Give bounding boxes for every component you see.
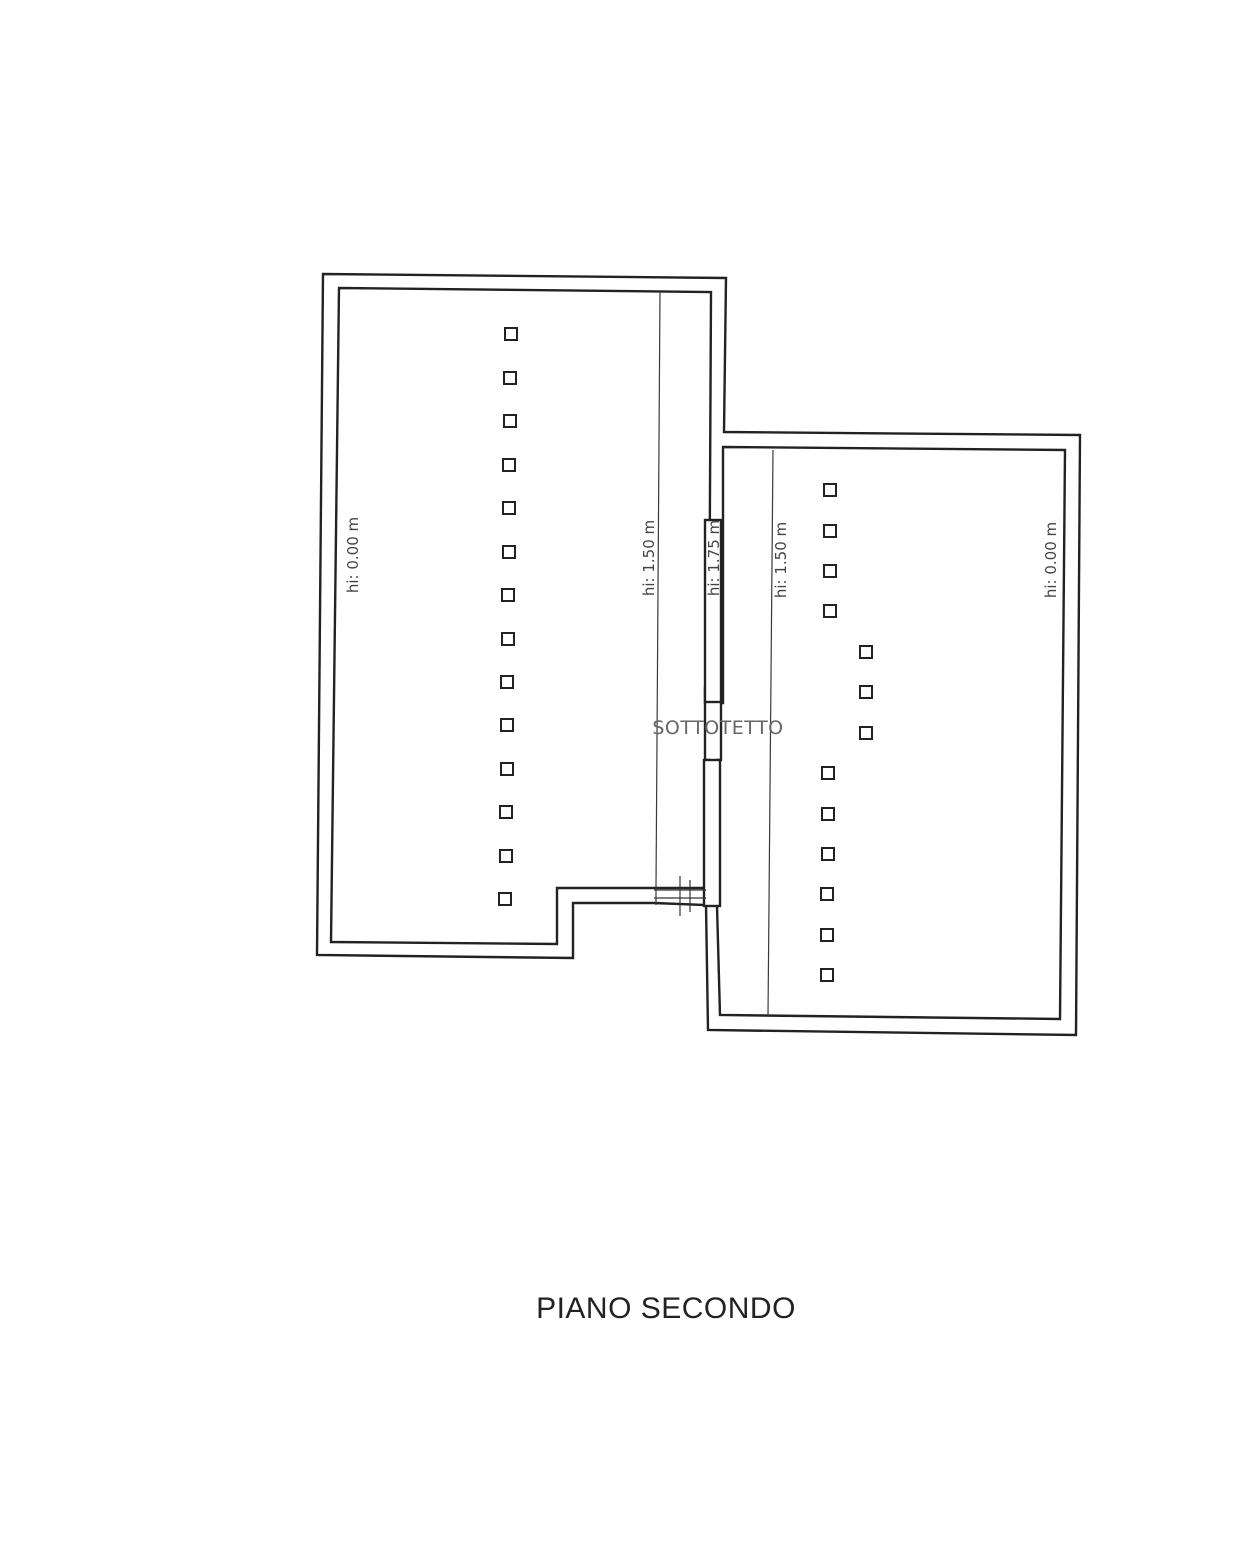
passage-mark <box>654 876 706 916</box>
marker <box>820 928 834 942</box>
marker <box>503 371 517 385</box>
height-label-right-edge: hi: 0.00 m <box>1042 522 1060 598</box>
marker-column-left <box>498 327 518 906</box>
marker <box>823 564 837 578</box>
marker <box>502 501 516 515</box>
floor-title: PIANO SECONDO <box>536 1292 796 1325</box>
height-line-left <box>655 291 661 889</box>
marker <box>823 604 837 618</box>
marker <box>859 685 873 699</box>
room-label: SOTTOTETTO <box>652 717 783 739</box>
marker-column-right-upper <box>823 483 837 618</box>
marker <box>499 849 513 863</box>
partition-wall-lower <box>702 758 722 908</box>
partition-wall-upper <box>703 518 723 704</box>
marker <box>498 892 512 906</box>
marker <box>859 726 873 740</box>
marker <box>501 632 515 646</box>
marker <box>823 483 837 497</box>
height-label-left-edge: hi: 0.00 m <box>344 517 362 593</box>
marker <box>504 327 518 341</box>
marker <box>820 968 834 982</box>
marker <box>823 524 837 538</box>
left-block-inner-wall <box>329 286 713 946</box>
height-label-corridor: hi: 1.75 m <box>705 520 723 596</box>
height-label-right-mid: hi: 1.50 m <box>772 522 790 598</box>
marker <box>500 762 514 776</box>
marker <box>502 458 516 472</box>
marker-column-right-offset <box>859 645 873 740</box>
left-block-outer-wall <box>315 272 1082 1037</box>
marker-column-right-lower <box>820 766 835 982</box>
height-line-right <box>767 449 774 1017</box>
marker <box>503 414 517 428</box>
marker <box>500 718 514 732</box>
marker <box>499 805 513 819</box>
marker <box>501 588 515 602</box>
marker <box>859 645 873 659</box>
marker <box>821 847 835 861</box>
marker <box>821 766 835 780</box>
marker <box>820 887 834 901</box>
marker <box>500 675 514 689</box>
marker <box>821 807 835 821</box>
marker <box>502 545 516 559</box>
height-label-left-mid: hi: 1.50 m <box>640 520 658 596</box>
